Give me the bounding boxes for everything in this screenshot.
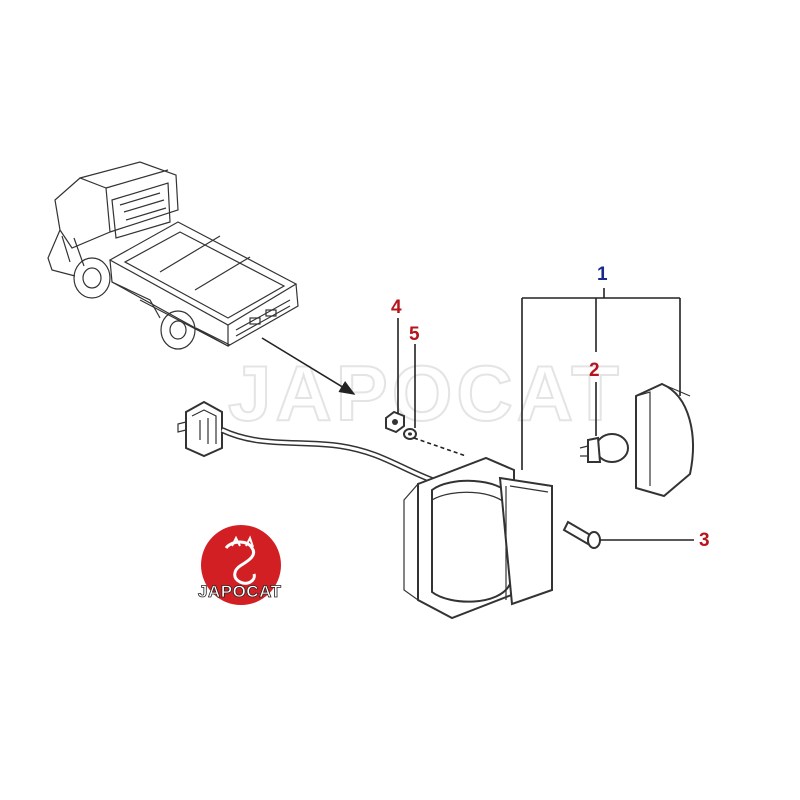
callout-3: 3 — [699, 530, 710, 551]
lens — [635, 382, 694, 498]
japocat-logo: JAPOCAT — [198, 525, 282, 605]
logo-cat-icon — [224, 540, 256, 585]
lamp-housing — [403, 456, 553, 620]
leader-lines — [397, 288, 694, 541]
watermark-text: JAPOCAT — [228, 349, 623, 437]
logo-text: JAPOCAT — [198, 582, 282, 601]
bulb — [579, 433, 629, 463]
truck-illustration — [47, 161, 299, 350]
callout-5: 5 — [409, 324, 420, 345]
washer — [403, 428, 417, 440]
wire-connector — [177, 400, 434, 483]
callout-1: 1 — [597, 264, 608, 285]
callout-2: 2 — [589, 360, 600, 381]
location-arrow — [261, 337, 356, 395]
wire — [220, 427, 434, 483]
callout-4: 4 — [391, 297, 402, 318]
nut — [385, 410, 405, 434]
screw — [562, 520, 601, 549]
